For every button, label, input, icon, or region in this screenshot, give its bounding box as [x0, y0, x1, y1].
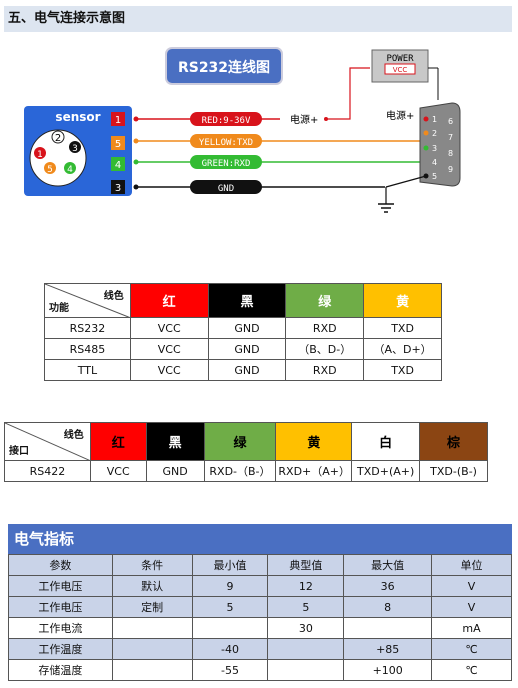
- spec-title: 电气指标: [8, 524, 512, 554]
- db9-pin-3: 3: [432, 144, 437, 153]
- section-title: 五、电气连接示意图: [4, 6, 512, 32]
- db9-connector: [419, 102, 461, 187]
- table1-corner: 线色 功能: [44, 283, 131, 318]
- wire-number-3: 3: [115, 183, 121, 194]
- db9-pin-9: 9: [448, 165, 453, 174]
- wire-label-green: GREEN:RXD: [202, 159, 251, 169]
- vcc-label: VCC: [393, 66, 408, 74]
- power-plus-label-1: 电源+: [290, 113, 318, 126]
- wiring-diagram: RS232连线图 sensor 2 1 3 5 4 1 5 4 3 RED:9-…: [24, 47, 461, 213]
- db9-pin-5: 5: [432, 172, 437, 181]
- wire-label-red: RED:9-36V: [202, 116, 251, 126]
- wire-label-gnd: GND: [218, 184, 234, 194]
- db9-pin-8: 8: [448, 149, 453, 158]
- db9-pin-6: 6: [448, 117, 453, 126]
- rs232-label-box: [165, 47, 283, 85]
- table1-color-black: 黑: [207, 283, 287, 318]
- db9-pin-7: 7: [448, 133, 453, 142]
- wire-number-5: 5: [115, 139, 121, 150]
- table2-color-brown: 棕: [419, 422, 488, 461]
- sensor-pin-4: 4: [67, 165, 73, 175]
- db9-pin-2: 2: [432, 129, 437, 138]
- db9-pin-1: 1: [432, 115, 437, 124]
- sensor-pin-5: 5: [47, 165, 53, 175]
- wire-label-yellow: YELLOW:TXD: [199, 138, 253, 148]
- table-row: 存储温度-55+100℃: [8, 659, 512, 681]
- table2-color-white: 白: [351, 422, 421, 461]
- sensor-label: sensor: [55, 110, 100, 124]
- table1-color-green: 绿: [285, 283, 365, 318]
- table-row: 工作温度-40+85℃: [8, 638, 512, 660]
- table2-color-yellow: 黄: [275, 422, 353, 461]
- rs232-label: RS232连线图: [178, 59, 270, 76]
- wire-number-4: 4: [115, 160, 121, 171]
- wire-number-1: 1: [115, 115, 121, 126]
- sensor-pin-1: 1: [37, 150, 43, 160]
- table1-color-yellow: 黄: [363, 283, 442, 318]
- table2-color-red: 红: [89, 422, 147, 461]
- table2-corner: 线色 接口: [4, 422, 91, 461]
- sensor-pin-2: 2: [55, 133, 61, 144]
- db9-pin-4: 4: [432, 158, 437, 167]
- sensor-pin-3: 3: [72, 144, 78, 154]
- table1-color-red: 红: [129, 283, 209, 318]
- table2-color-black: 黑: [145, 422, 205, 461]
- table2-color-green: 绿: [203, 422, 277, 461]
- power-label: POWER: [386, 54, 414, 64]
- power-plus-label-2: 电源+: [386, 109, 414, 122]
- spec-header-row: 参数 条件 最小值 典型值 最大值 单位: [8, 554, 512, 576]
